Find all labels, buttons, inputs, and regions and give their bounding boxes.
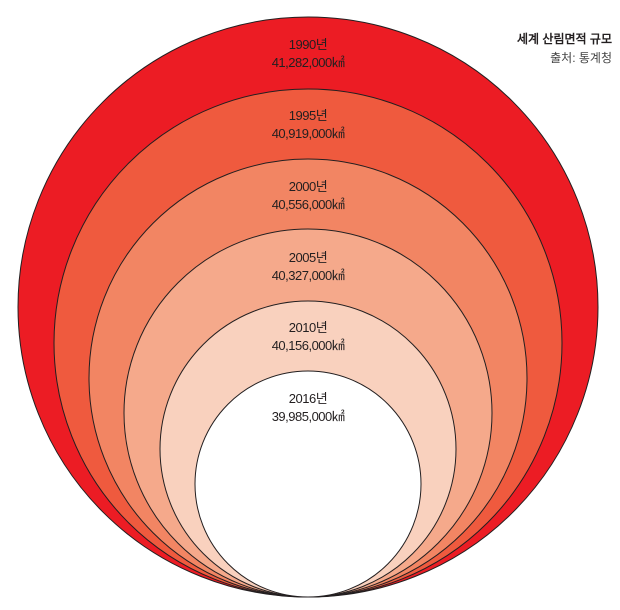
value-label-2005: 40,327,000㎢ [272,268,345,283]
chart-title: 세계 산림면적 규모 [517,31,612,46]
circle-labels: 1990년 41,282,000㎢ 1995년 40,919,000㎢ 2000… [272,37,346,424]
circle-2016 [194,370,422,598]
value-label-2016: 39,985,000㎢ [272,409,345,424]
year-label-2005: 2005년 [289,250,327,265]
year-label-1990: 1990년 [289,37,327,52]
value-label-2010: 40,156,000㎢ [272,338,345,353]
year-label-2000: 2000년 [289,179,327,194]
circles-group [17,16,599,598]
value-label-2000: 40,556,000㎢ [272,197,345,212]
value-label-1995: 40,919,000㎢ [272,126,345,141]
year-label-2010: 2010년 [289,320,327,335]
value-label-1990: 41,282,000㎢ [272,55,345,70]
year-label-1995: 1995년 [289,108,327,123]
year-label-2016: 2016년 [289,391,327,406]
chart-source: 출처: 통계청 [550,51,612,65]
